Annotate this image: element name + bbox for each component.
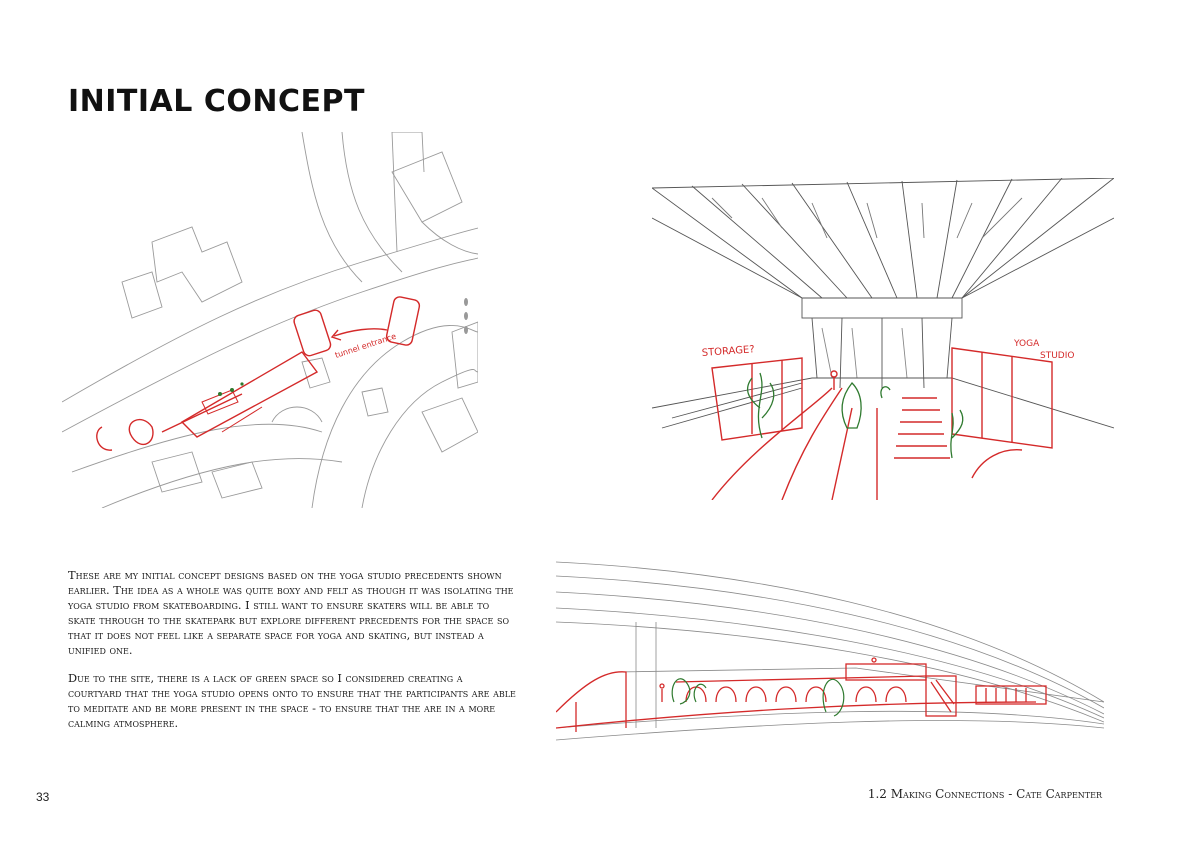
- site-plan-drawing: tunnel entrance: [62, 132, 478, 508]
- concept-description: These are my initial concept designs bas…: [68, 568, 518, 744]
- perspective-drawing: STORAGE? YOGA STUDIO: [652, 178, 1114, 500]
- perspective-sketch: STORAGE? YOGA STUDIO: [652, 178, 1114, 500]
- paragraph-2: Due to the site, there is a lack of gree…: [68, 671, 516, 730]
- page-number: 33: [36, 790, 50, 804]
- site-plan-sketch: tunnel entrance: [62, 132, 478, 508]
- long-section-drawing: [556, 561, 1104, 741]
- long-section-sketch: [556, 552, 1104, 750]
- paragraph-1: These are my initial concept designs bas…: [68, 568, 514, 657]
- tunnel-entrance-label: tunnel entrance: [334, 332, 397, 360]
- footer-credit: 1.2 Making Connections - Cate Carpenter: [867, 787, 1102, 801]
- yoga-label: YOGA: [1013, 339, 1040, 349]
- storage-label: STORAGE?: [701, 344, 755, 359]
- studio-label: STUDIO: [1040, 351, 1074, 361]
- page-title: INITIAL CONCEPT: [68, 84, 365, 119]
